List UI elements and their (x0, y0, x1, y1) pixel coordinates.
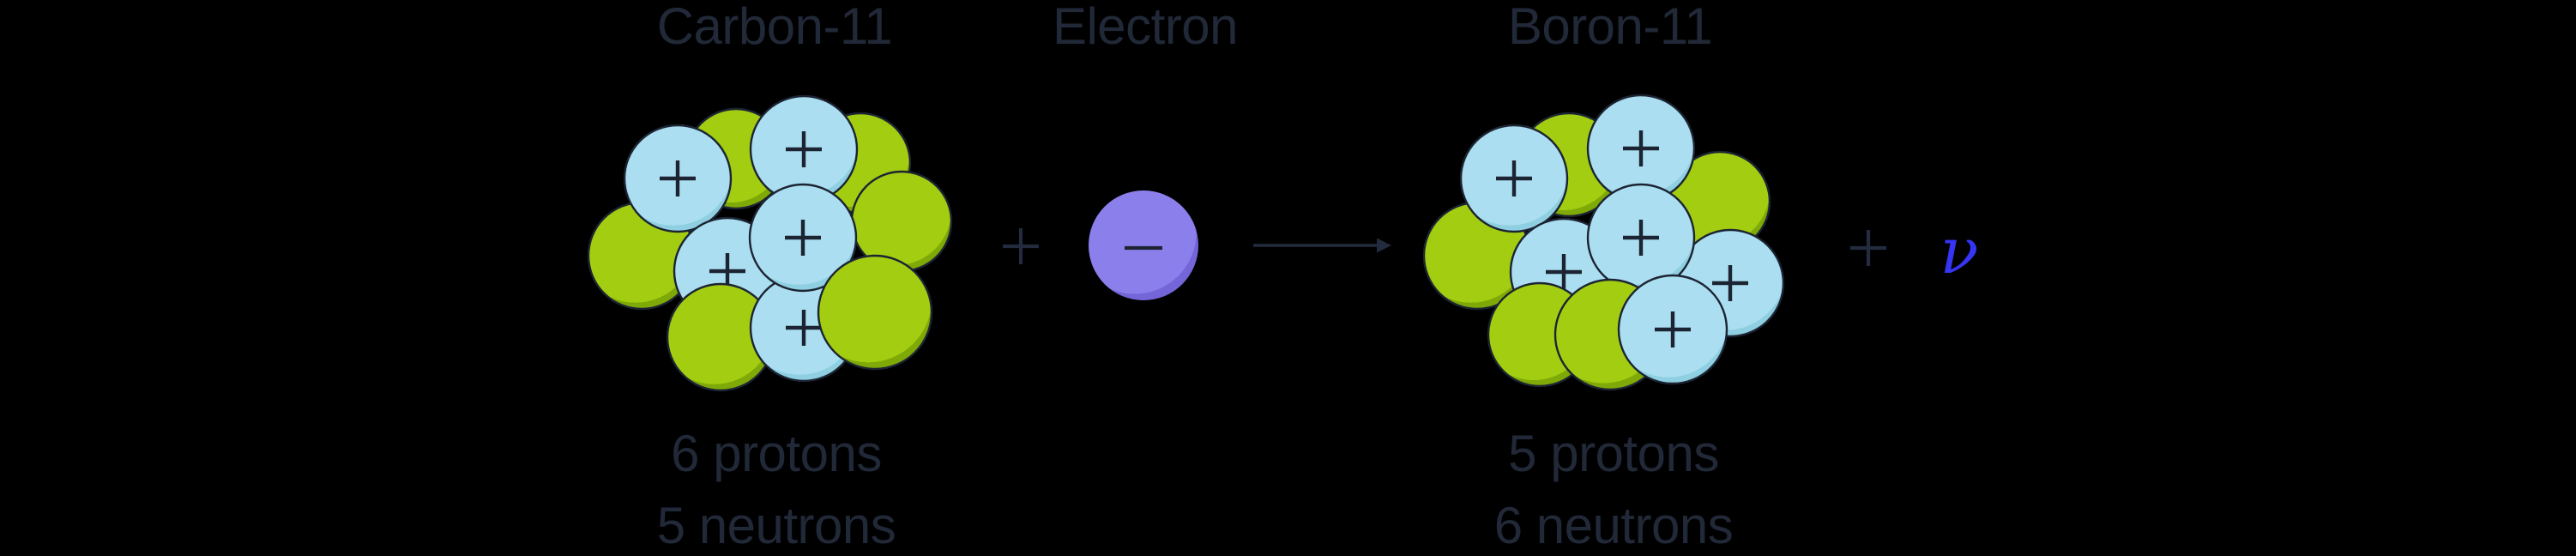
boron-nucleus (1422, 94, 1785, 391)
plus-operator-left (1003, 228, 1039, 264)
carbon-nucleus (587, 94, 953, 392)
proton-particle (623, 124, 733, 233)
neutron-particle (817, 254, 933, 371)
proton-particle (1459, 124, 1569, 233)
proton-particle (1586, 183, 1696, 293)
electron-particle (1089, 190, 1198, 300)
proton-particle (748, 183, 858, 293)
boron-neutrons-label: 6 neutrons (1493, 497, 1734, 554)
carbon-protons-label: 6 protons (671, 425, 882, 482)
boron-caption: 5 protons 6 neutrons (1399, 418, 1828, 556)
carbon-title: Carbon-11 (656, 0, 893, 55)
plus-operator-right (1850, 230, 1886, 266)
boron-title: Boron-11 (1507, 0, 1713, 55)
neutrino-symbol: ν (1940, 215, 1979, 288)
carbon-caption: 6 protons 5 neutrons (562, 418, 991, 556)
carbon-neutrons-label: 5 neutrons (656, 497, 896, 554)
proton-particle (1617, 274, 1728, 385)
boron-protons-label: 5 protons (1508, 425, 1719, 482)
proton-particle (749, 94, 859, 204)
reaction-arrow (1253, 238, 1391, 253)
electron-title: Electron (1052, 0, 1239, 55)
